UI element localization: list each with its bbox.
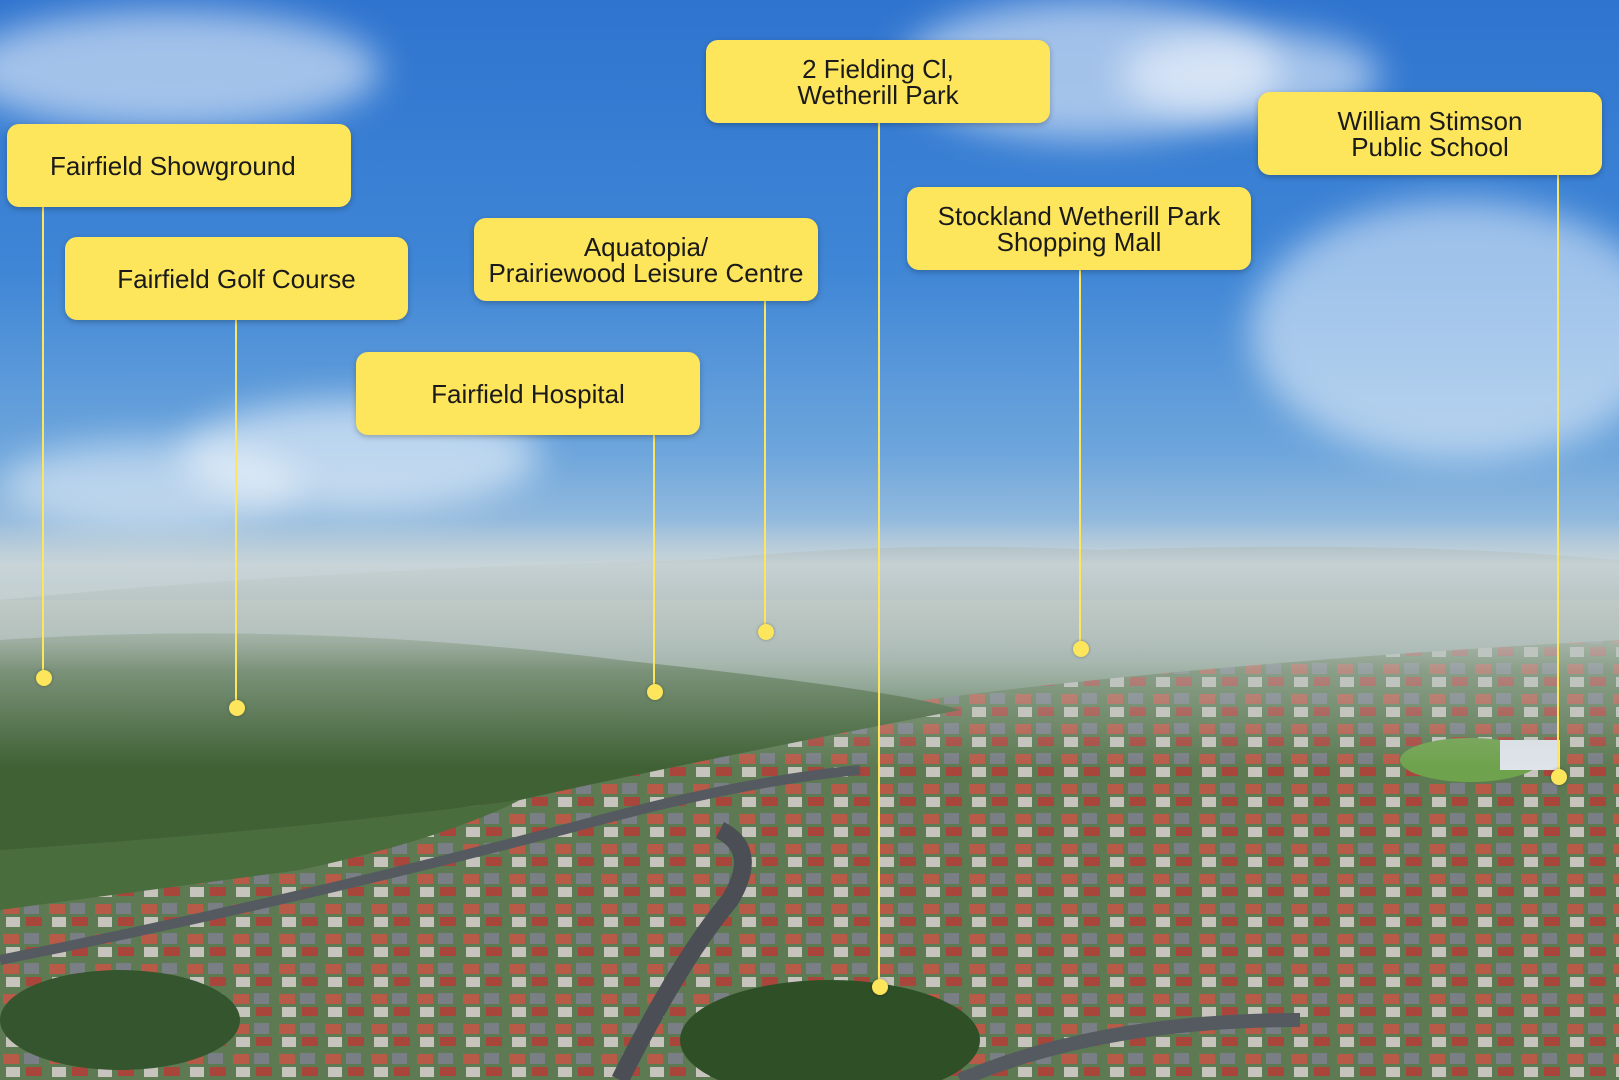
location-marker-dot [229,700,245,716]
cloud [1250,200,1619,460]
cloud [0,10,380,130]
label-text: Stockland Wetherill Park Shopping Mall [937,200,1221,257]
leader-line [1557,175,1559,777]
cloud [0,440,300,530]
label-fairfield-hospital: Fairfield Hospital [356,352,700,435]
label-william-stimson: William Stimson Public School [1258,92,1602,175]
location-marker-dot [758,624,774,640]
label-fairfield-golf-course: Fairfield Golf Course [65,237,408,320]
label-text: Aquatopia/ Prairiewood Leisure Centre [488,231,804,288]
leader-line [878,122,880,984]
label-text: 2 Fielding Cl, Wetherill Park [797,53,959,110]
location-marker-dot [1073,641,1089,657]
label-aquatopia: Aquatopia/ Prairiewood Leisure Centre [474,218,818,301]
label-2-fielding-cl: 2 Fielding Cl, Wetherill Park [706,40,1050,123]
leader-line [764,300,766,632]
haze [0,520,1619,670]
suburb-ground [0,600,1619,1080]
leader-line [235,318,237,708]
leader-line [653,432,655,690]
label-text: Fairfield Showground [50,150,296,181]
label-text: Fairfield Hospital [431,378,625,409]
leader-line [42,205,44,675]
label-fairfield-showground: Fairfield Showground [7,124,351,207]
location-marker-dot [36,670,52,686]
location-marker-dot [1551,769,1567,785]
label-text: Fairfield Golf Course [117,263,356,294]
label-text: William Stimson Public School [1337,105,1523,162]
leader-line [1079,268,1081,648]
location-marker-dot [647,684,663,700]
location-marker-dot [872,979,888,995]
label-stockland: Stockland Wetherill Park Shopping Mall [907,187,1251,270]
